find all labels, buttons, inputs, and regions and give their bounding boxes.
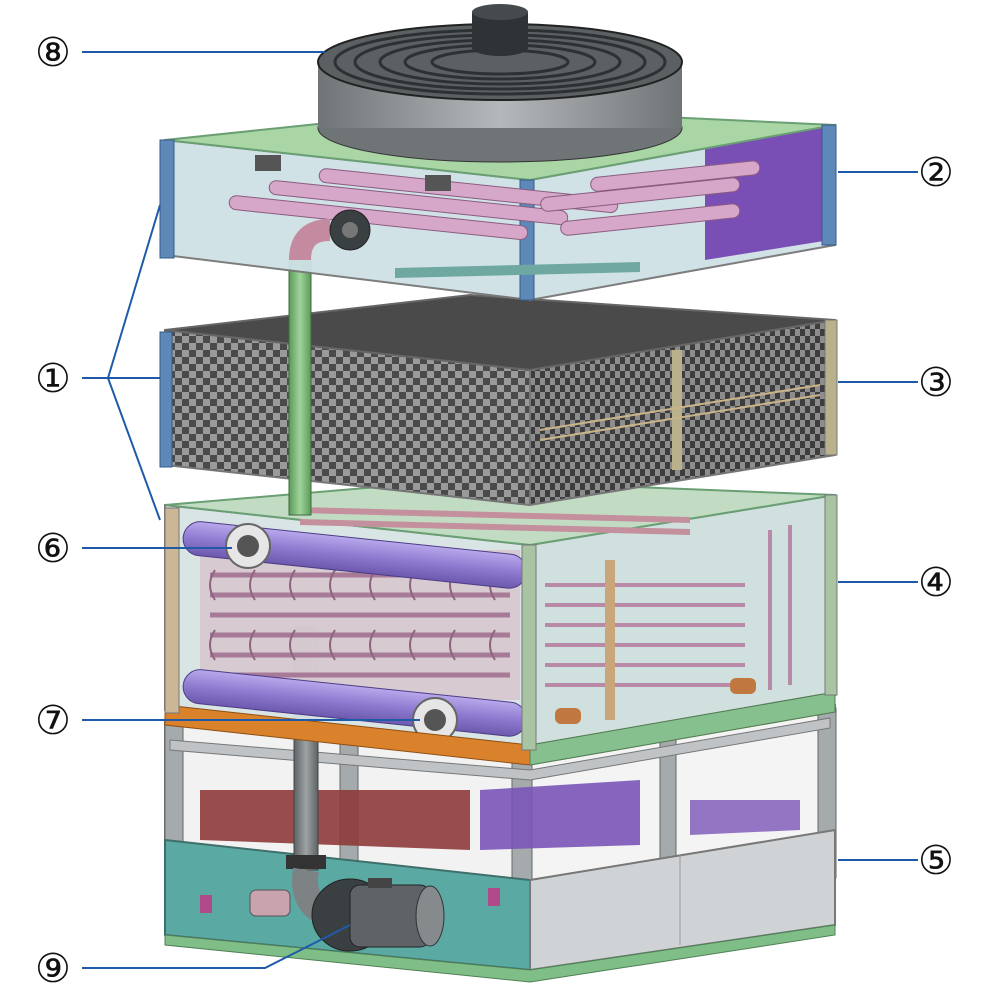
callout-labels: ⑧ ② ① ③ ⑥ ④ ⑦ ⑤ ⑨ <box>35 30 954 992</box>
pipe-flange-icon <box>286 855 326 869</box>
axial-fan-icon <box>317 4 683 163</box>
leader-line-1c <box>107 377 161 521</box>
callout-1: ① <box>35 356 71 402</box>
callout-9: ⑨ <box>35 946 71 992</box>
callout-8: ⑧ <box>35 30 71 76</box>
callout-5: ⑤ <box>918 838 954 884</box>
coil-section <box>164 478 838 766</box>
callout-6: ⑥ <box>35 526 71 572</box>
callout-7: ⑦ <box>35 698 71 744</box>
fill-pack-section <box>159 293 838 507</box>
leader-line-1a <box>82 204 161 379</box>
callout-4: ④ <box>918 560 954 606</box>
suction-elbow <box>249 889 291 917</box>
leader-lines <box>82 51 918 969</box>
base-frame-basin <box>164 703 837 983</box>
riser-pipe <box>288 254 312 516</box>
callout-3: ③ <box>918 360 954 406</box>
pump-motor-assembly <box>249 625 445 952</box>
spray-header-icon <box>228 160 761 241</box>
flange-icon <box>225 523 458 743</box>
callout-2: ② <box>918 150 954 196</box>
leader-line-9 <box>82 924 351 969</box>
